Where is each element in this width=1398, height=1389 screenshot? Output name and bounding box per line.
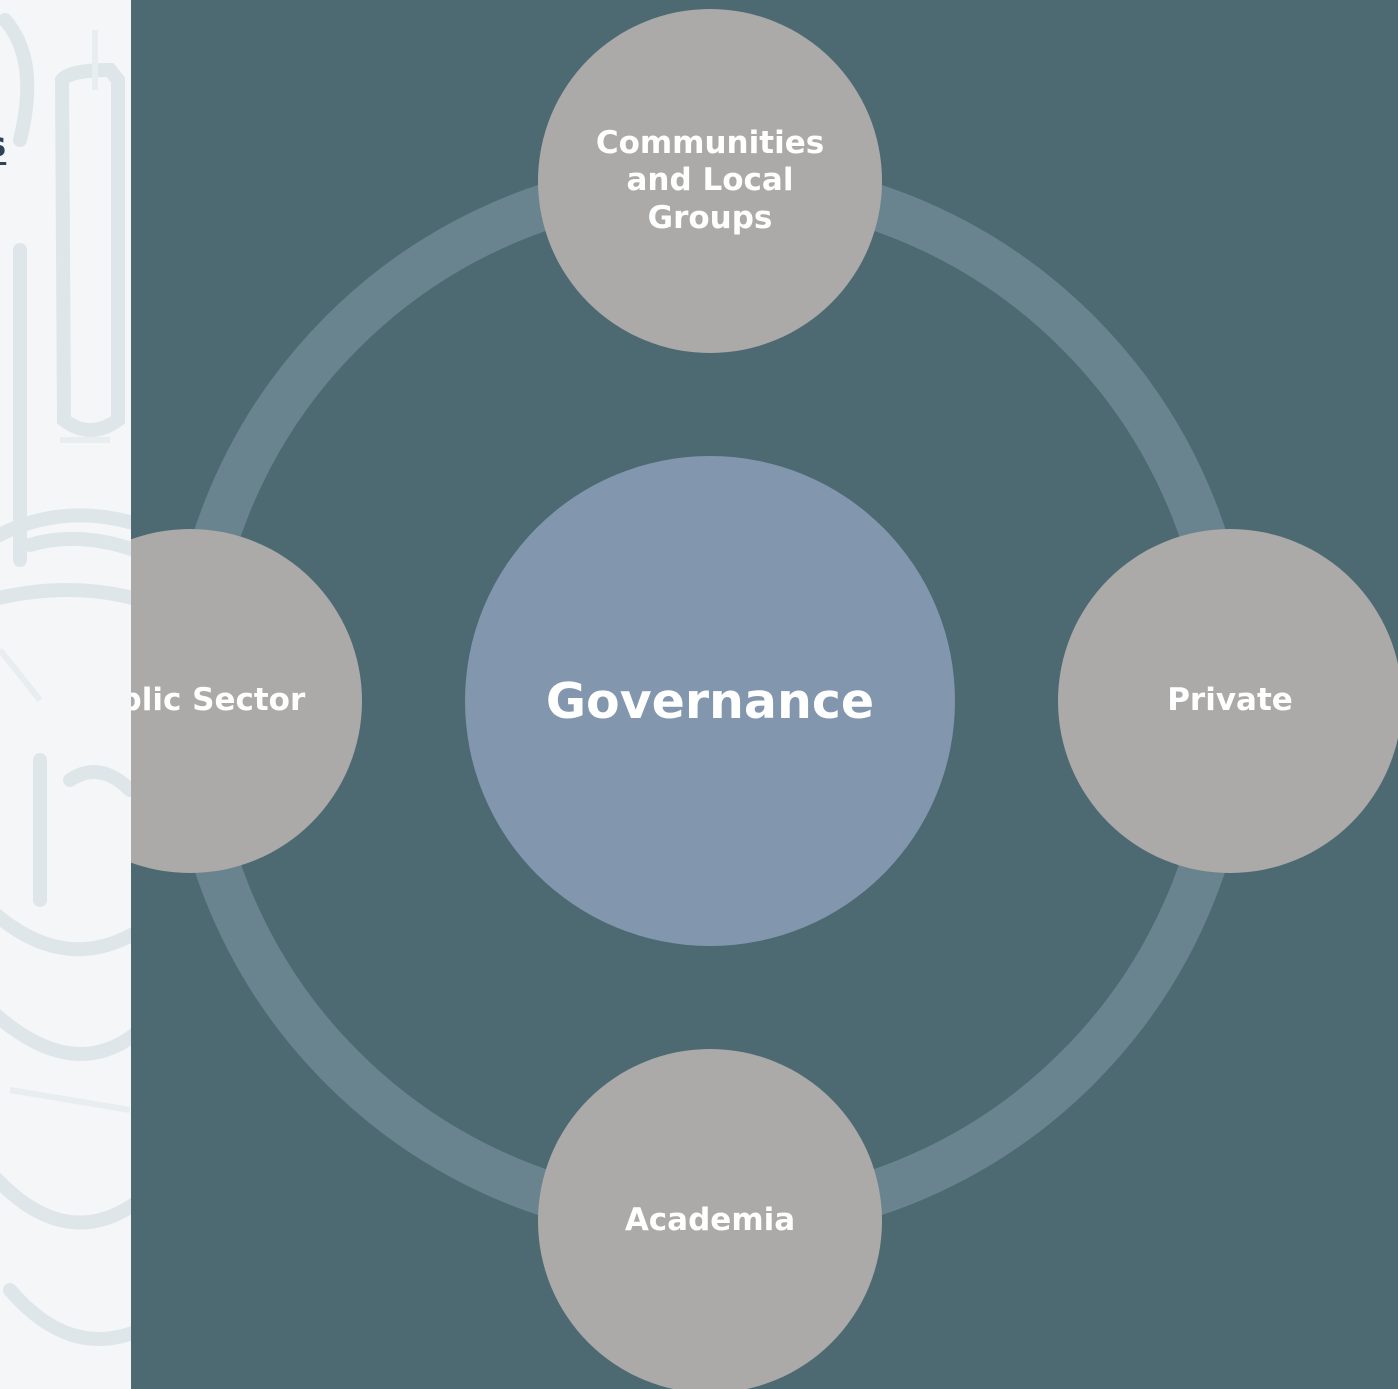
center-node-governance: Governance bbox=[465, 456, 955, 946]
diagram-panel: Governance Communities and Local Groups … bbox=[131, 0, 1398, 1389]
partial-heading-text: s bbox=[0, 128, 6, 162]
node-communities-and-local-groups: Communities and Local Groups bbox=[538, 9, 882, 353]
node-label-top: Communities and Local Groups bbox=[595, 125, 825, 236]
node-private: Private bbox=[1058, 529, 1398, 873]
center-node-label: Governance bbox=[545, 672, 875, 730]
node-label-bottom: Academia bbox=[624, 1202, 796, 1239]
node-label-left: Public Sector bbox=[131, 682, 306, 719]
left-decorative-strip: s bbox=[0, 0, 131, 1389]
node-academia: Academia bbox=[538, 1049, 882, 1389]
node-label-right: Private bbox=[1167, 682, 1293, 719]
faded-architecture-illustration bbox=[0, 13, 131, 1346]
